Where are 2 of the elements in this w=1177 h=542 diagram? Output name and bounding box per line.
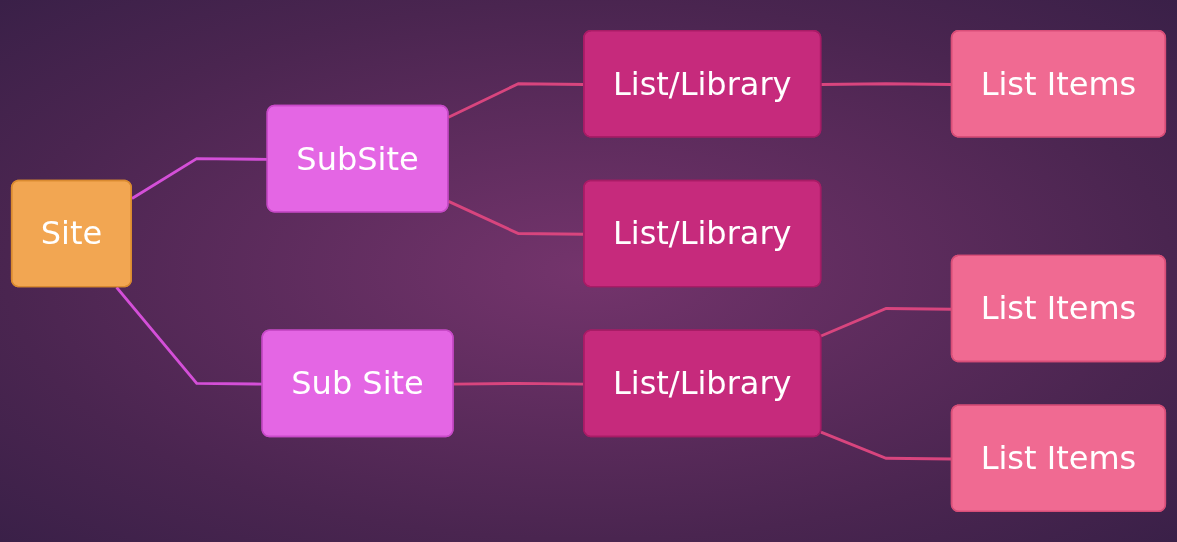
connector xyxy=(131,157,268,200)
connector xyxy=(115,286,263,386)
